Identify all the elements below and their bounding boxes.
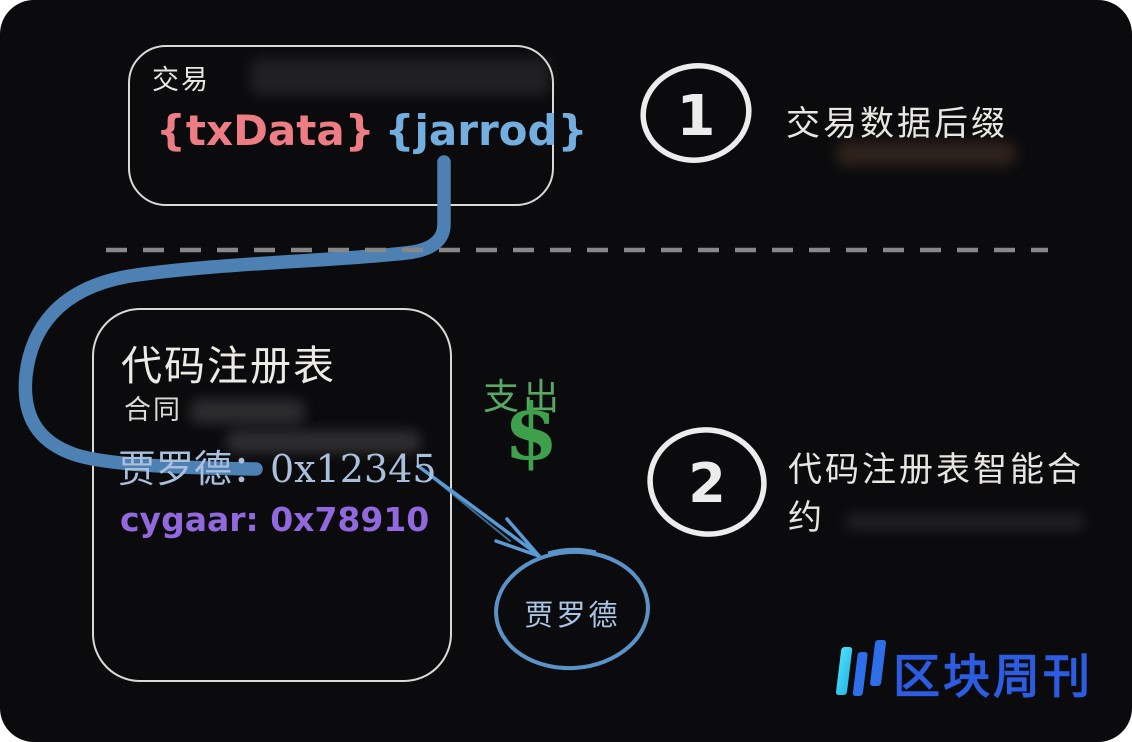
recipient-label: 贾罗德 [524, 598, 621, 632]
registry-entry-jarrod: 贾罗德：0x12345 [118, 447, 437, 491]
registry-title: 代码注册表 [121, 342, 336, 390]
transaction-box-label: 交易 [152, 65, 210, 96]
recipient-circle-sketch-tick [547, 547, 597, 555]
step2-number: 2 [688, 452, 726, 515]
registry-subtitle: 合同 [124, 395, 182, 426]
registry-box [92, 308, 452, 682]
payment-label: 支出 [483, 377, 564, 418]
smudge-redaction [845, 514, 1085, 530]
recipient-arrow-shaft [416, 464, 539, 556]
recipient-arrow-head [494, 517, 541, 558]
smudge-redaction [836, 141, 1016, 166]
transaction-box [128, 45, 554, 206]
step2-label: 代码注册表智能合约 [788, 450, 1084, 539]
txdata-token: {txData} [156, 106, 375, 155]
logo-text: 区块周刊 [893, 650, 1093, 705]
smudge-redaction [226, 430, 421, 453]
smudge-redaction [250, 58, 550, 96]
step1-circle [640, 63, 752, 163]
registry-entry-cygaar: cygaar: 0x78910 [120, 500, 430, 539]
transaction-code: {txData}{jarrod} [156, 106, 587, 155]
step1-label: 交易数据后缀 [786, 104, 1008, 144]
recipient-arrow-shaft-double [427, 473, 511, 542]
flow-curve [18, 155, 451, 476]
logo-bars-icon [835, 640, 887, 696]
recipient-circle [494, 549, 650, 671]
smudge-redaction [190, 399, 305, 424]
jarrod-suffix-token: {jarrod} [384, 106, 588, 155]
step1-number: 1 [676, 84, 716, 149]
step2-circle [647, 427, 767, 537]
dollar-icon: $ [504, 387, 559, 478]
